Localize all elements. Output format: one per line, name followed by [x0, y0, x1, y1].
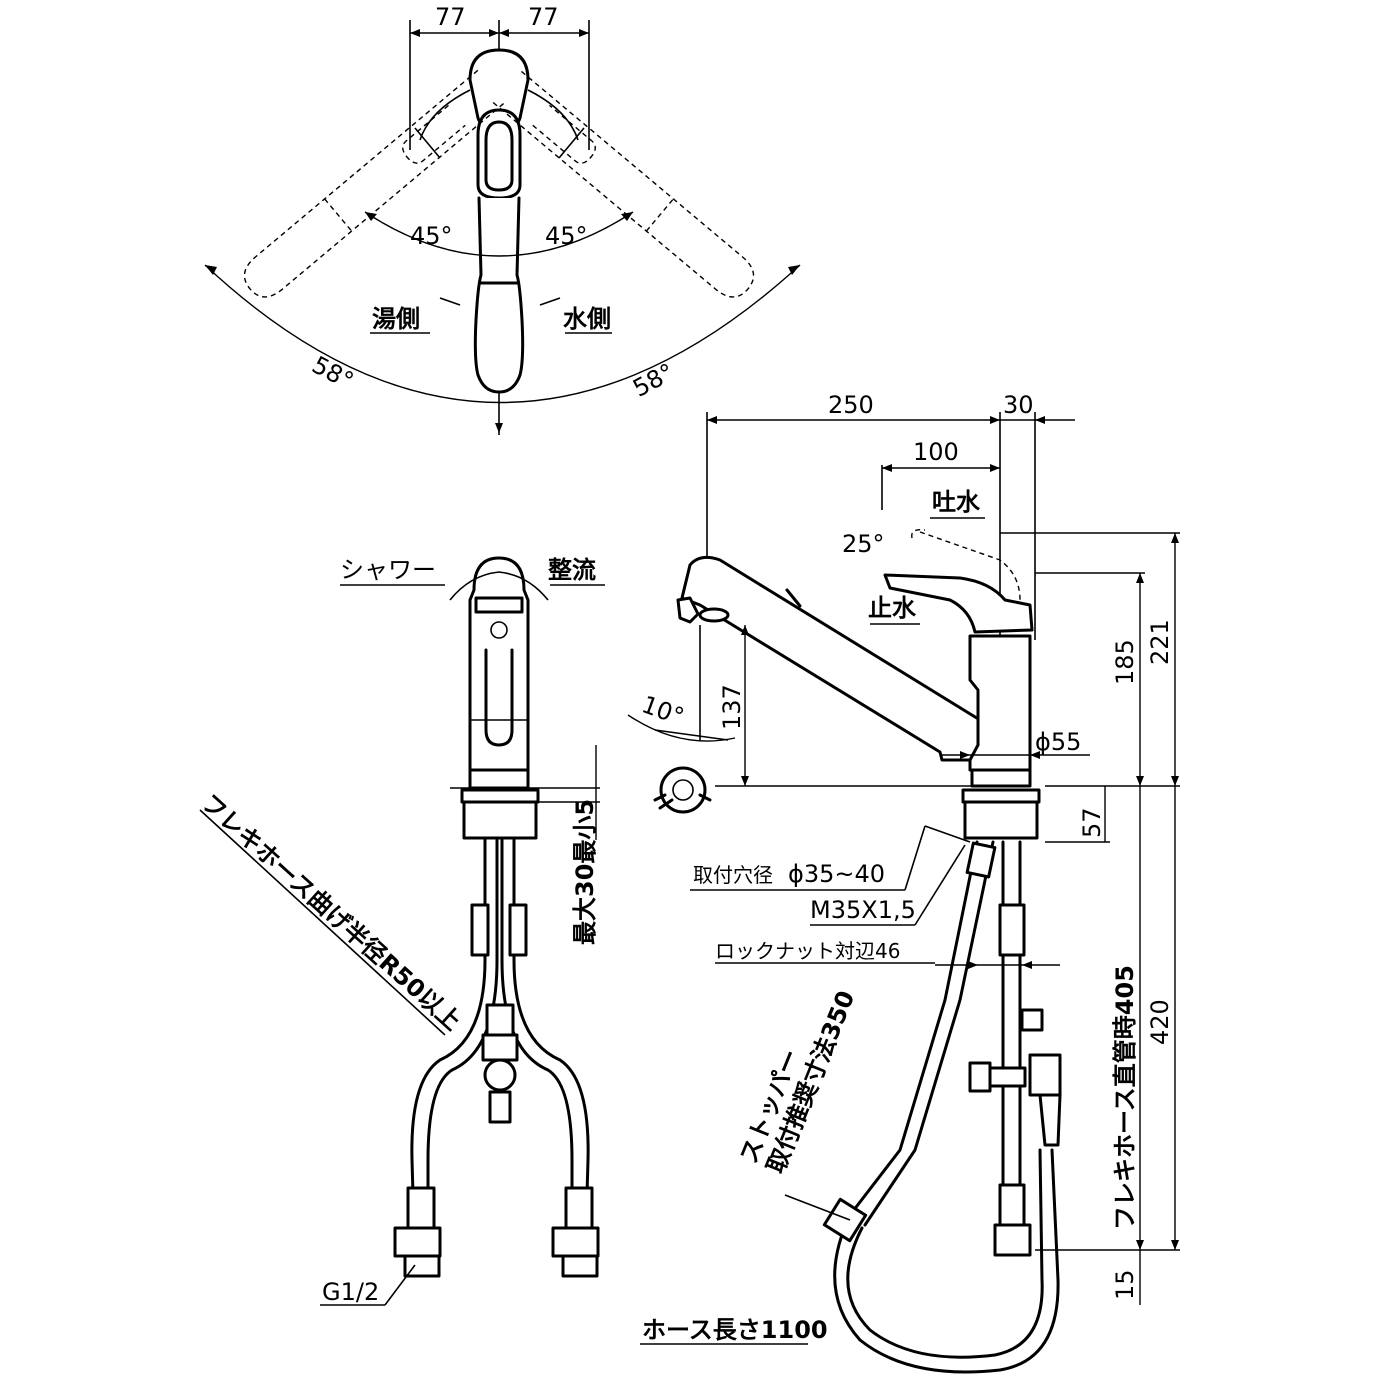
angle-25: 25° — [842, 530, 885, 558]
angle-45-right: 45° — [545, 222, 588, 250]
dim-15: 15 — [1111, 1269, 1139, 1300]
mount-hole-label: 取付穴径 — [693, 863, 773, 887]
flex-hose-straight-label: フレキホース直管時405 — [1111, 965, 1139, 1230]
hot-side-label: 湯側 — [372, 305, 420, 333]
counter-thickness-label: 最大30最小5 — [571, 799, 599, 945]
front-view: シャワー 整流 最大30最小5 フレキホース曲げ半径R50以上 G1/2 — [196, 556, 605, 1306]
dim-137: 137 — [718, 684, 746, 730]
angle-58-right: 58° — [628, 358, 679, 403]
dim-185: 185 — [1111, 639, 1139, 685]
dim-250: 250 — [828, 391, 874, 419]
top-view: 77 77 45° 45° 58° 58° 湯側 水側 — [204, 3, 801, 435]
angle-45-left: 45° — [410, 222, 453, 250]
side-view: 250 30 100 吐水 25° 止水 10° 137 185 221 ϕ55… — [627, 391, 1180, 1374]
stop-water-label: 止水 — [868, 594, 917, 622]
straight-flow-label: 整流 — [548, 556, 596, 584]
dim-77-right: 77 — [528, 3, 559, 31]
spout-water-label: 吐水 — [932, 488, 981, 516]
lock-nut-label: ロックナット対辺46 — [715, 939, 900, 963]
dim-221: 221 — [1146, 619, 1174, 665]
dim-100: 100 — [913, 438, 959, 466]
cold-side-label: 水側 — [563, 305, 611, 333]
mount-hole-value: ϕ35~40 — [788, 860, 885, 888]
hose-bend-radius-label: フレキホース曲げ半径R50以上 — [196, 789, 466, 1036]
dim-57: 57 — [1078, 807, 1106, 838]
thread-g12-label: G1/2 — [322, 1278, 379, 1306]
dim-diameter-55: ϕ55 — [1035, 728, 1081, 756]
dim-420: 420 — [1146, 999, 1174, 1045]
dim-30: 30 — [1003, 391, 1034, 419]
angle-58-left: 58° — [307, 351, 358, 396]
hose-length-label: ホース長さ1100 — [642, 1316, 828, 1344]
dim-77-left: 77 — [435, 3, 466, 31]
thread-size-label: M35X1,5 — [810, 896, 916, 924]
shower-label: シャワー — [340, 556, 436, 584]
